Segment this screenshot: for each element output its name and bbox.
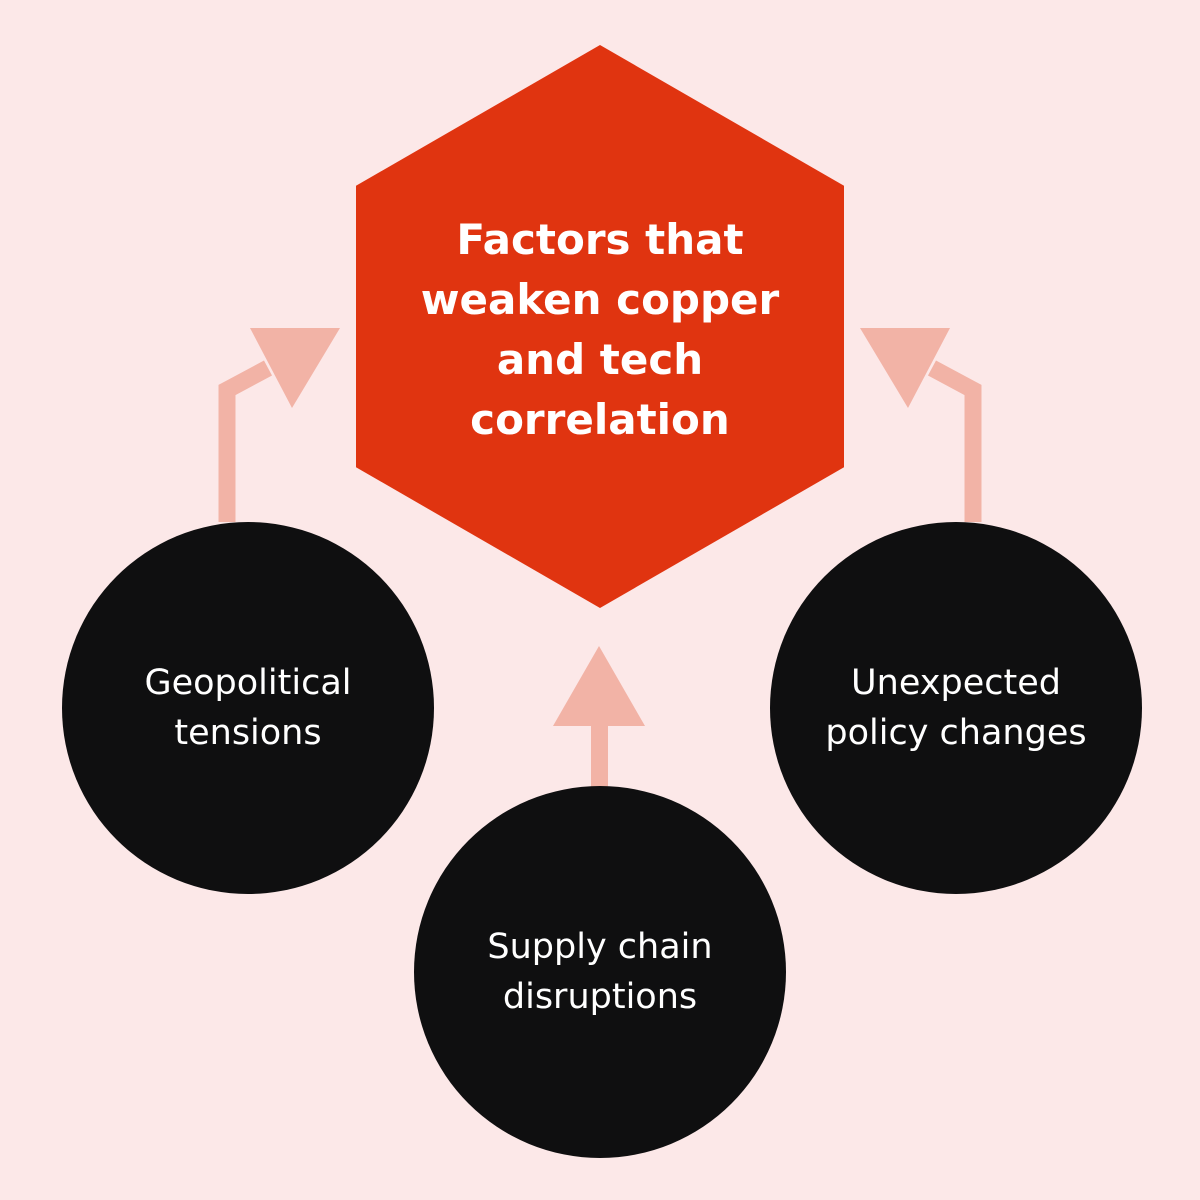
arrow-bottom-head	[553, 646, 645, 726]
arrow-left-shaft	[218, 360, 273, 522]
factor-label-left: Geopolitical tensions	[144, 663, 352, 753]
factor-geopolitical-tensions: Geopolitical tensions	[62, 522, 434, 894]
arrow-left	[218, 328, 340, 522]
arrow-right-head	[860, 328, 950, 408]
factor-label-right: Unexpected policy changes	[825, 663, 1087, 753]
arrow-right-shaft	[927, 360, 982, 522]
factor-unexpected-policy-changes: Unexpected policy changes	[770, 522, 1142, 894]
factor-supply-chain-disruptions: Supply chain disruptions	[414, 786, 786, 1158]
arrow-bottom	[553, 646, 645, 788]
arrow-right	[860, 328, 982, 522]
center-title: Factors that weaken copper and tech corr…	[420, 215, 780, 444]
factor-label-bottom: Supply chain disruptions	[487, 927, 713, 1017]
arrow-bottom-shaft	[591, 720, 608, 788]
arrow-left-head	[250, 328, 340, 408]
